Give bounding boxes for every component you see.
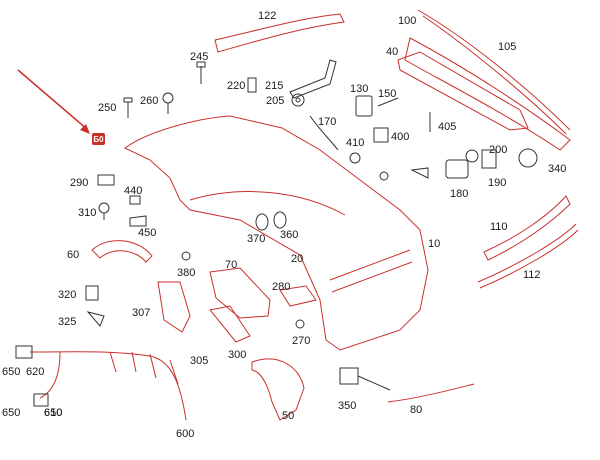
part-370-grommet <box>255 213 269 231</box>
part-380-clip <box>181 251 191 261</box>
part-150-pin <box>377 97 399 107</box>
part-label: 650 <box>2 407 20 419</box>
part-label: 130 <box>350 83 368 95</box>
part-170-wire <box>309 115 339 151</box>
part-250-screw <box>123 97 133 118</box>
part-450-clip <box>129 215 147 227</box>
part-label: 80 <box>410 404 422 416</box>
part-310-bolt <box>98 202 110 220</box>
part-label: 215 <box>265 80 283 92</box>
part-80-strip <box>387 383 475 403</box>
part-320-sensor <box>85 285 99 301</box>
part-110-trim <box>483 195 571 261</box>
part-112-trim <box>477 223 579 289</box>
part-label: 610 <box>44 407 62 419</box>
part-130-plate <box>355 95 373 117</box>
part-label: 310 <box>78 207 96 219</box>
part-350-connector <box>339 367 391 391</box>
part-label: 600 <box>176 428 194 440</box>
red-pointer-arrow <box>17 69 90 134</box>
part-label: 400 <box>391 131 409 143</box>
part-180-sensor <box>445 159 469 179</box>
part-122-strip <box>214 13 345 53</box>
part-245-bolt <box>196 61 206 84</box>
part-label: 220 <box>227 80 245 92</box>
part-label: 307 <box>132 307 150 319</box>
wiring-harness <box>15 345 187 421</box>
part-label: 270 <box>292 335 310 347</box>
part-325-clip <box>86 311 105 327</box>
part-label: 280 <box>272 281 290 293</box>
part-label: 180 <box>450 188 468 200</box>
part-50-arch <box>251 358 305 421</box>
callout-text: Б0 <box>93 135 104 144</box>
part-label: 650 <box>2 366 20 378</box>
part-label: 10 <box>428 238 440 250</box>
part-label: 105 <box>498 41 516 53</box>
part-label: 200 <box>489 144 507 156</box>
part-label: 245 <box>190 51 208 63</box>
part-190-cap <box>481 149 497 169</box>
part-label: 405 <box>438 121 456 133</box>
part-105-trim <box>404 37 571 151</box>
part-260-screw <box>162 92 174 114</box>
part-label: 250 <box>98 102 116 114</box>
part-270-bolt <box>295 319 305 329</box>
part-40-reflector <box>397 51 529 131</box>
part-307-bracket <box>157 281 191 333</box>
part-label: 360 <box>280 229 298 241</box>
part-215-bracket <box>289 59 337 99</box>
callout-marker: Б0 <box>92 133 105 145</box>
part-label: 205 <box>266 95 284 107</box>
part-label: 190 <box>488 177 506 189</box>
part-70-bracket <box>209 267 271 319</box>
part-label: 370 <box>247 233 265 245</box>
part-label: 340 <box>548 163 566 175</box>
part-200-washer <box>465 149 479 163</box>
part-label: 170 <box>318 116 336 128</box>
part-label: 325 <box>58 316 76 328</box>
part-label: 650 <box>44 407 62 419</box>
part-205-nut <box>291 93 305 107</box>
part-label: 60 <box>67 249 79 261</box>
part-290-bracket <box>97 174 115 186</box>
part-360-grommet <box>273 211 287 229</box>
part-label: 50 <box>282 410 294 422</box>
part-label: 350 <box>338 400 356 412</box>
part-label: 300 <box>228 349 246 361</box>
part-label: 260 <box>140 95 158 107</box>
part-410-grommet <box>349 152 361 164</box>
part-10-bumper-cover <box>124 115 429 351</box>
part-label: 410 <box>346 137 364 149</box>
part-280-module <box>279 285 317 307</box>
part-440-clip <box>129 195 141 205</box>
part-label: 100 <box>398 15 416 27</box>
part-label: 20 <box>291 253 303 265</box>
part-label: 40 <box>386 46 398 58</box>
part-label: 620 <box>26 366 44 378</box>
part-label: 112 <box>523 269 541 281</box>
part-label: 110 <box>490 221 508 233</box>
part-label: 70 <box>225 259 237 271</box>
part-label: 122 <box>258 10 276 22</box>
part-160-clip <box>410 167 429 179</box>
part-375-grommet <box>379 171 389 181</box>
part-label: 450 <box>138 227 156 239</box>
part-label: 290 <box>70 177 88 189</box>
part-label: 380 <box>177 267 195 279</box>
part-label: 150 <box>378 88 396 100</box>
part-60-arch-liner <box>91 240 153 263</box>
part-100-trim <box>417 9 571 135</box>
part-300-bracket <box>209 305 251 343</box>
part-label: 440 <box>124 185 142 197</box>
part-label: 305 <box>190 355 208 367</box>
part-label: 320 <box>58 289 76 301</box>
part-220-clip <box>247 77 257 93</box>
part-340-sensor <box>518 148 538 168</box>
part-400-sensor <box>373 127 389 143</box>
